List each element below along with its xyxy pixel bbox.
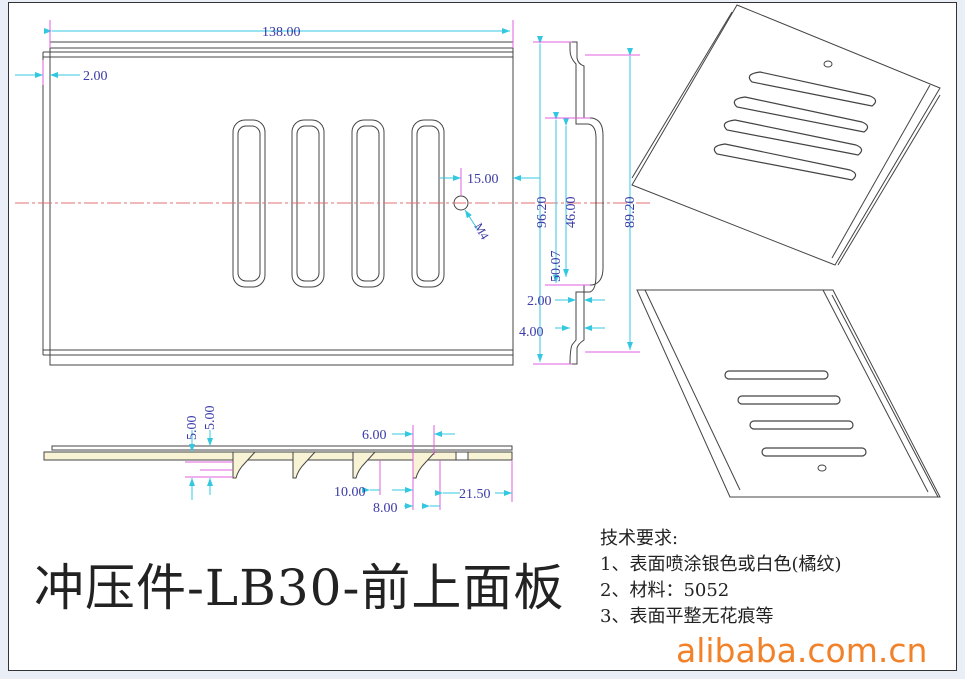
- dim-section-5a: 5.00: [185, 416, 200, 441]
- note-item: 1、表面喷涂银色或白色(橘纹): [600, 554, 842, 575]
- watermark: alibaba.com.cn: [676, 631, 928, 670]
- note-item: 2、材料：5052: [600, 580, 730, 601]
- dim-hole-offset: 15.00: [467, 172, 499, 187]
- section-view: [43, 445, 513, 479]
- drawing-title: 冲压件-LB30-前上面板: [34, 559, 565, 617]
- dim-wall-4: 4.00: [519, 325, 544, 340]
- isometric-view-bottom: [636, 289, 941, 498]
- dim-wall-2: 2.00: [527, 294, 552, 309]
- dim-overall-width: 138.00: [262, 25, 301, 40]
- notes-heading: 技术要求:: [600, 528, 679, 549]
- dim-flange-offset: 2.00: [83, 69, 108, 84]
- dim-height-total: 89.20: [623, 197, 638, 229]
- note-item: 3、表面平整无花痕等: [600, 606, 774, 627]
- dim-section-21-5: 21.50: [459, 487, 491, 502]
- dim-section-6: 6.00: [362, 428, 387, 443]
- side-view: [569, 41, 604, 365]
- isometric-view-top: [631, 4, 941, 266]
- technical-requirements: 技术要求: 1、表面喷涂银色或白色(橘纹) 2、材料：5052 3、表面平整无花…: [600, 526, 842, 630]
- dim-section-5b: 5.00: [203, 406, 218, 431]
- dim-slot-span-inner: 46.00: [564, 197, 579, 229]
- dim-height-outer: 96.20: [535, 197, 550, 229]
- dim-section-8: 8.00: [373, 501, 398, 516]
- drawing-sheet: [8, 2, 957, 671]
- dim-section-10: 10.00: [334, 485, 366, 500]
- dim-slot-span-outer: 50.07: [549, 251, 564, 283]
